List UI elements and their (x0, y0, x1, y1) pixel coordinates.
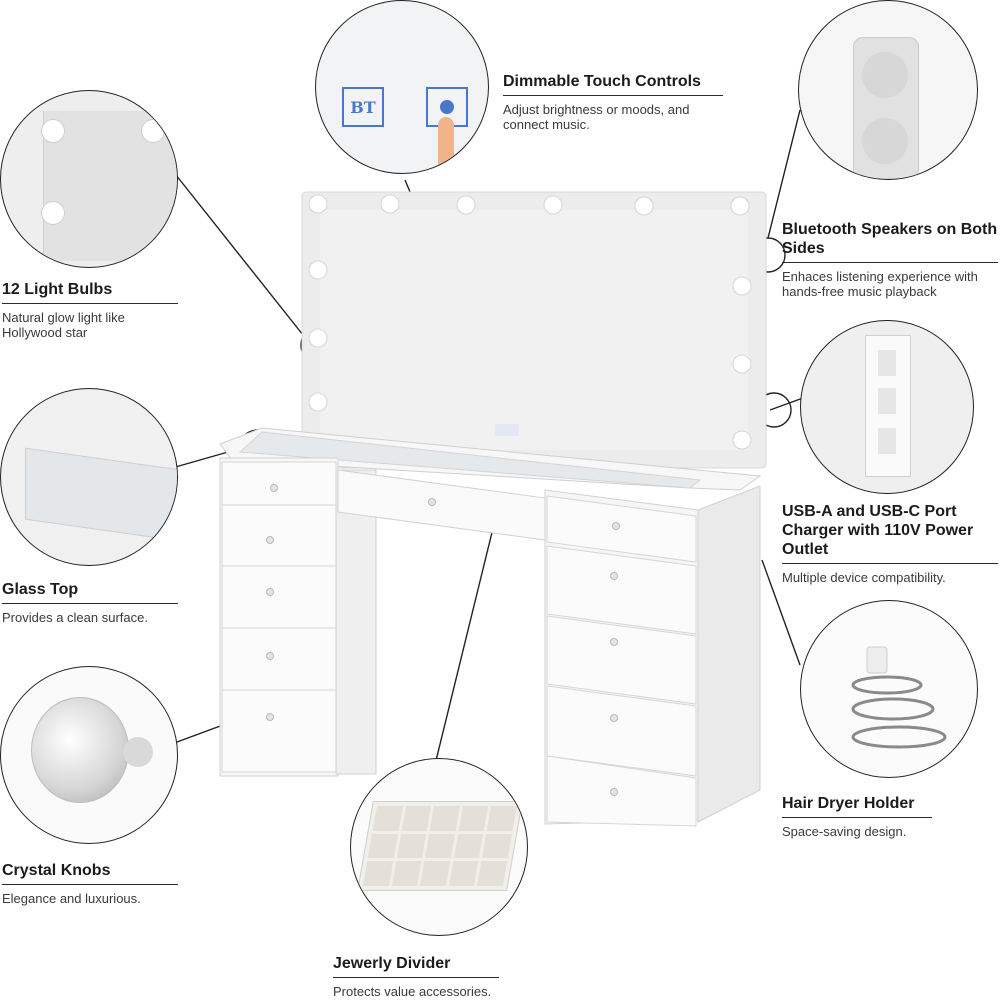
crystal-knob-bubble (0, 666, 178, 844)
speaker-icon (853, 37, 919, 179)
bulb-icon (41, 201, 65, 225)
feature-hair-dryer: Hair Dryer Holder Space-saving design. (782, 794, 932, 839)
feature-desc: Multiple device compatibility. (782, 570, 946, 585)
light-bulbs-bubble (0, 90, 178, 268)
feature-crystal-knobs: Crystal Knobs Elegance and luxurious. (2, 861, 178, 906)
feature-title: USB-A and USB-C Port Charger with 110V P… (782, 502, 998, 564)
feature-desc: Natural glow light like Hollywood star (2, 310, 125, 340)
feature-desc: Elegance and luxurious. (2, 891, 141, 906)
feature-light-bulbs: 12 Light Bulbs Natural glow light like H… (2, 280, 178, 340)
feature-desc: Provides a clean surface. (2, 610, 148, 625)
feature-charger: USB-A and USB-C Port Charger with 110V P… (782, 502, 998, 585)
feature-glass-top: Glass Top Provides a clean surface. (2, 580, 178, 625)
feature-title: Bluetooth Speakers on Both Sides (782, 220, 998, 263)
bulb-icon (41, 119, 65, 143)
charger-bubble (800, 320, 974, 494)
feature-jewelry-divider: Jewerly Divider Protects value accessori… (333, 954, 499, 999)
touch-controls-bubble: BT (315, 0, 489, 174)
outlet-icon (865, 335, 911, 477)
feature-title: Crystal Knobs (2, 861, 178, 885)
bulb-icon (141, 119, 165, 143)
knob-icon (31, 697, 129, 803)
glass-top-bubble (0, 388, 178, 566)
feature-touch-controls: Dimmable Touch Controls Adjust brightnes… (503, 72, 723, 132)
finger-icon (438, 117, 454, 173)
feature-desc: Space-saving design. (782, 824, 907, 839)
feature-speakers: Bluetooth Speakers on Both Sides Enhaces… (782, 220, 998, 299)
feature-desc: Adjust brightness or moods, and connect … (503, 102, 690, 132)
feature-title: Jewerly Divider (333, 954, 499, 978)
speakers-bubble (798, 0, 978, 180)
feature-title: Hair Dryer Holder (782, 794, 932, 818)
feature-title: Glass Top (2, 580, 178, 604)
feature-title: Dimmable Touch Controls (503, 72, 723, 96)
spiral-holder-icon (851, 646, 947, 749)
hair-dryer-bubble (800, 600, 978, 778)
feature-desc: Enhaces listening experience with hands-… (782, 269, 978, 299)
feature-desc: Protects value accessories. (333, 984, 492, 999)
feature-title: 12 Light Bulbs (2, 280, 178, 304)
jewelry-divider-bubble (350, 758, 528, 936)
bt-button-icon: BT (342, 87, 384, 127)
divider-tray-icon (357, 801, 523, 891)
